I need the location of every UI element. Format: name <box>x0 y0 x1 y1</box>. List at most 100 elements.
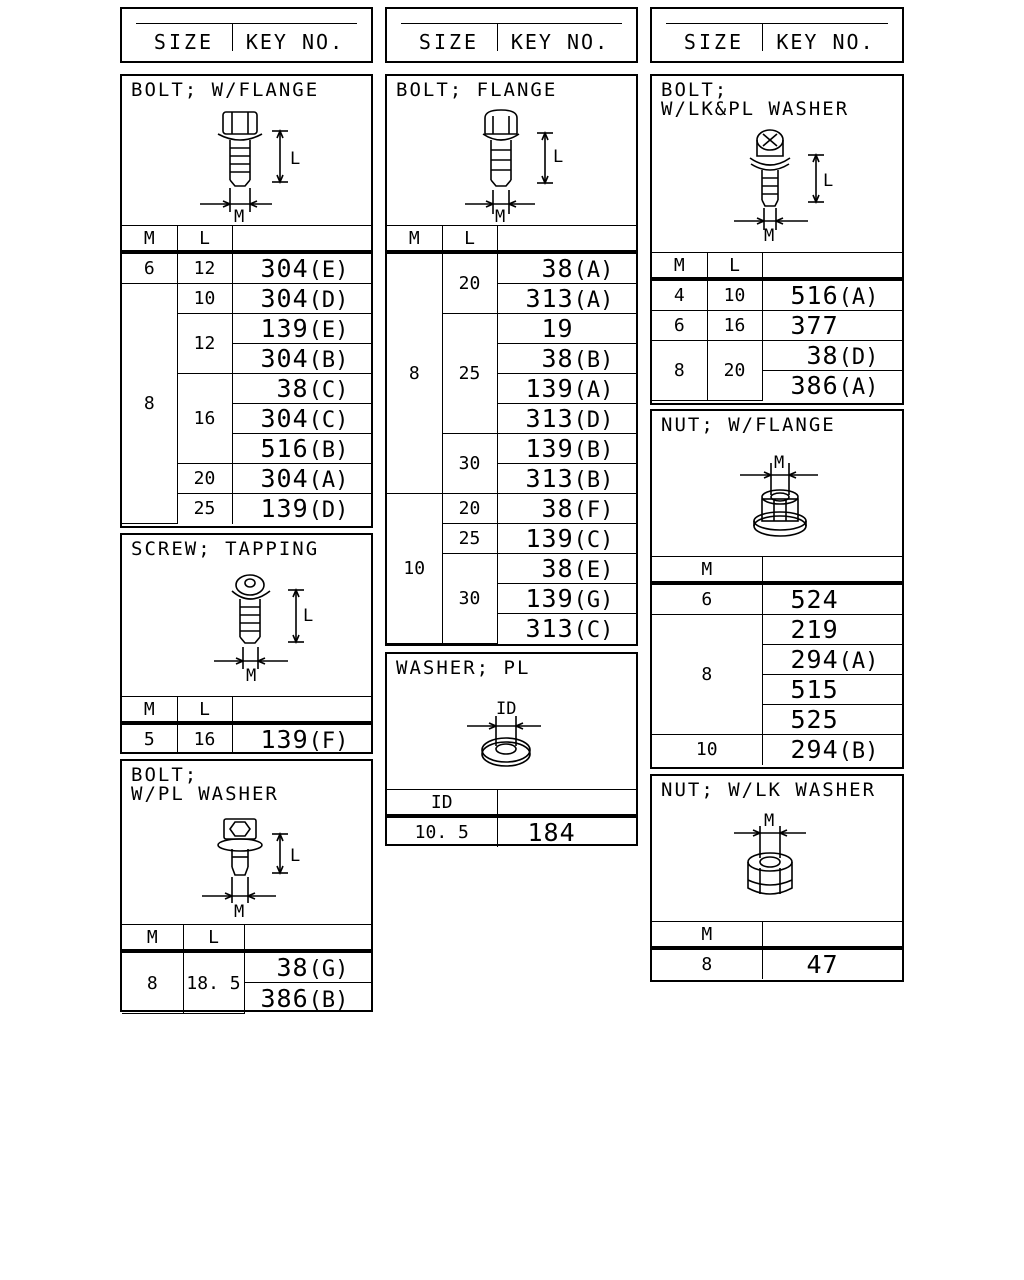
col-m: M <box>122 924 184 953</box>
header-box-1: SIZE KEY NO. <box>120 7 373 63</box>
nut-flange-illustration: M <box>740 453 818 537</box>
screw-tapping-illustration: L M <box>214 574 313 686</box>
panel-title: NUT; W/LK WASHER <box>661 779 877 801</box>
header-box-2: SIZE KEY NO. <box>385 7 638 63</box>
key-cell[interactable]: 515 <box>762 674 902 705</box>
header-key-no: KEY NO. <box>245 30 345 54</box>
bolt-lk-pl-washer-illustration: L M <box>734 129 833 246</box>
key-cell[interactable]: 304(A) <box>231 463 371 494</box>
col-l: L <box>441 225 498 254</box>
key-cell[interactable]: 139(F) <box>231 722 371 754</box>
header-size: SIZE <box>401 24 498 54</box>
key-cell[interactable]: 304(D) <box>231 283 371 314</box>
key-cell[interactable]: 377 <box>761 310 902 341</box>
col-m: M <box>652 921 763 950</box>
key-cell[interactable]: 524 <box>761 582 902 615</box>
key-cell[interactable]: 516(A) <box>761 278 902 311</box>
key-cell[interactable]: 386(B) <box>244 982 371 1014</box>
col-m: M <box>387 225 443 254</box>
dim-l-label: L <box>303 606 313 626</box>
key-cell[interactable]: 38(D) <box>761 340 902 371</box>
dim-m-label: M <box>246 666 256 686</box>
key-cell[interactable]: 47 <box>761 947 902 979</box>
key-cell[interactable]: 139(A) <box>497 373 636 404</box>
header-size: SIZE <box>136 24 233 54</box>
panel-title: BOLT; W/FLANGE <box>131 79 320 101</box>
dim-l-label: L <box>553 147 563 167</box>
dim-l-label: L <box>290 846 300 866</box>
key-cell[interactable]: 38(E) <box>496 553 636 584</box>
key-cell[interactable]: 38(F) <box>496 493 636 524</box>
dim-m-label: M <box>774 453 784 473</box>
dim-m-label: M <box>234 207 244 227</box>
key-cell[interactable]: 139(C) <box>496 523 636 554</box>
col-id: ID <box>387 789 498 818</box>
key-cell[interactable]: 386(A) <box>762 370 902 401</box>
bolt-flange-illustration: L M <box>200 111 300 227</box>
key-cell[interactable]: 304(E) <box>231 251 371 284</box>
washer-illustration: ID <box>467 699 541 767</box>
key-cell[interactable]: 139(G) <box>497 583 636 614</box>
key-cell[interactable]: 139(D) <box>231 493 371 524</box>
header-key-no: KEY NO. <box>776 30 875 54</box>
panel-title: NUT; W/FLANGE <box>661 414 836 436</box>
key-cell[interactable]: 38(C) <box>231 373 371 404</box>
dim-m-label: M <box>495 207 505 227</box>
key-cell[interactable]: 184 <box>496 815 636 847</box>
dim-m-label: M <box>764 226 774 246</box>
panel-title: BOLT; W/PL WASHER <box>131 764 279 805</box>
key-cell[interactable]: 313(B) <box>497 463 636 494</box>
key-cell[interactable]: 313(C) <box>497 613 636 644</box>
key-cell[interactable]: 304(B) <box>232 343 371 374</box>
key-cell[interactable]: 219 <box>761 614 902 645</box>
col-m: M <box>122 225 178 254</box>
col-l: L <box>182 924 245 953</box>
key-cell[interactable]: 38(B) <box>497 343 636 374</box>
dim-l-label: L <box>823 171 833 191</box>
col-m: M <box>652 556 763 585</box>
nut-lk-washer-illustration: M <box>734 811 806 895</box>
dim-m-label: M <box>234 902 244 922</box>
key-cell[interactable]: 294(B) <box>761 734 902 765</box>
panel-title: SCREW; TAPPING <box>131 538 320 560</box>
key-cell[interactable]: 38(G) <box>243 950 371 983</box>
col-m: M <box>652 252 708 281</box>
key-cell[interactable]: 19 <box>496 313 636 344</box>
key-cell[interactable]: 294(A) <box>762 644 902 675</box>
bolt-flange-illustration: L M <box>465 109 563 227</box>
col-l: L <box>176 696 233 725</box>
bolt-pl-washer-illustration: L M <box>202 818 300 922</box>
key-cell[interactable]: 139(B) <box>496 433 636 464</box>
panel-title: WASHER; PL <box>396 657 531 679</box>
key-cell[interactable]: 313(D) <box>497 403 636 434</box>
key-cell[interactable]: 38(A) <box>496 251 636 284</box>
col-l: L <box>706 252 763 281</box>
header-key-no: KEY NO. <box>510 30 610 54</box>
key-cell[interactable]: 525 <box>762 704 902 735</box>
header-size: SIZE <box>666 24 763 54</box>
panel-title: BOLT; FLANGE <box>396 79 558 101</box>
dim-m-label: M <box>764 811 774 831</box>
key-cell[interactable]: 304(C) <box>232 403 371 434</box>
col-l: L <box>176 225 233 254</box>
dim-id-label: ID <box>496 699 516 719</box>
key-cell[interactable]: 139(E) <box>231 313 371 344</box>
col-m: M <box>122 696 178 725</box>
key-cell[interactable]: 313(A) <box>497 283 636 314</box>
dim-l-label: L <box>290 149 300 169</box>
key-cell[interactable]: 516(B) <box>232 433 371 464</box>
